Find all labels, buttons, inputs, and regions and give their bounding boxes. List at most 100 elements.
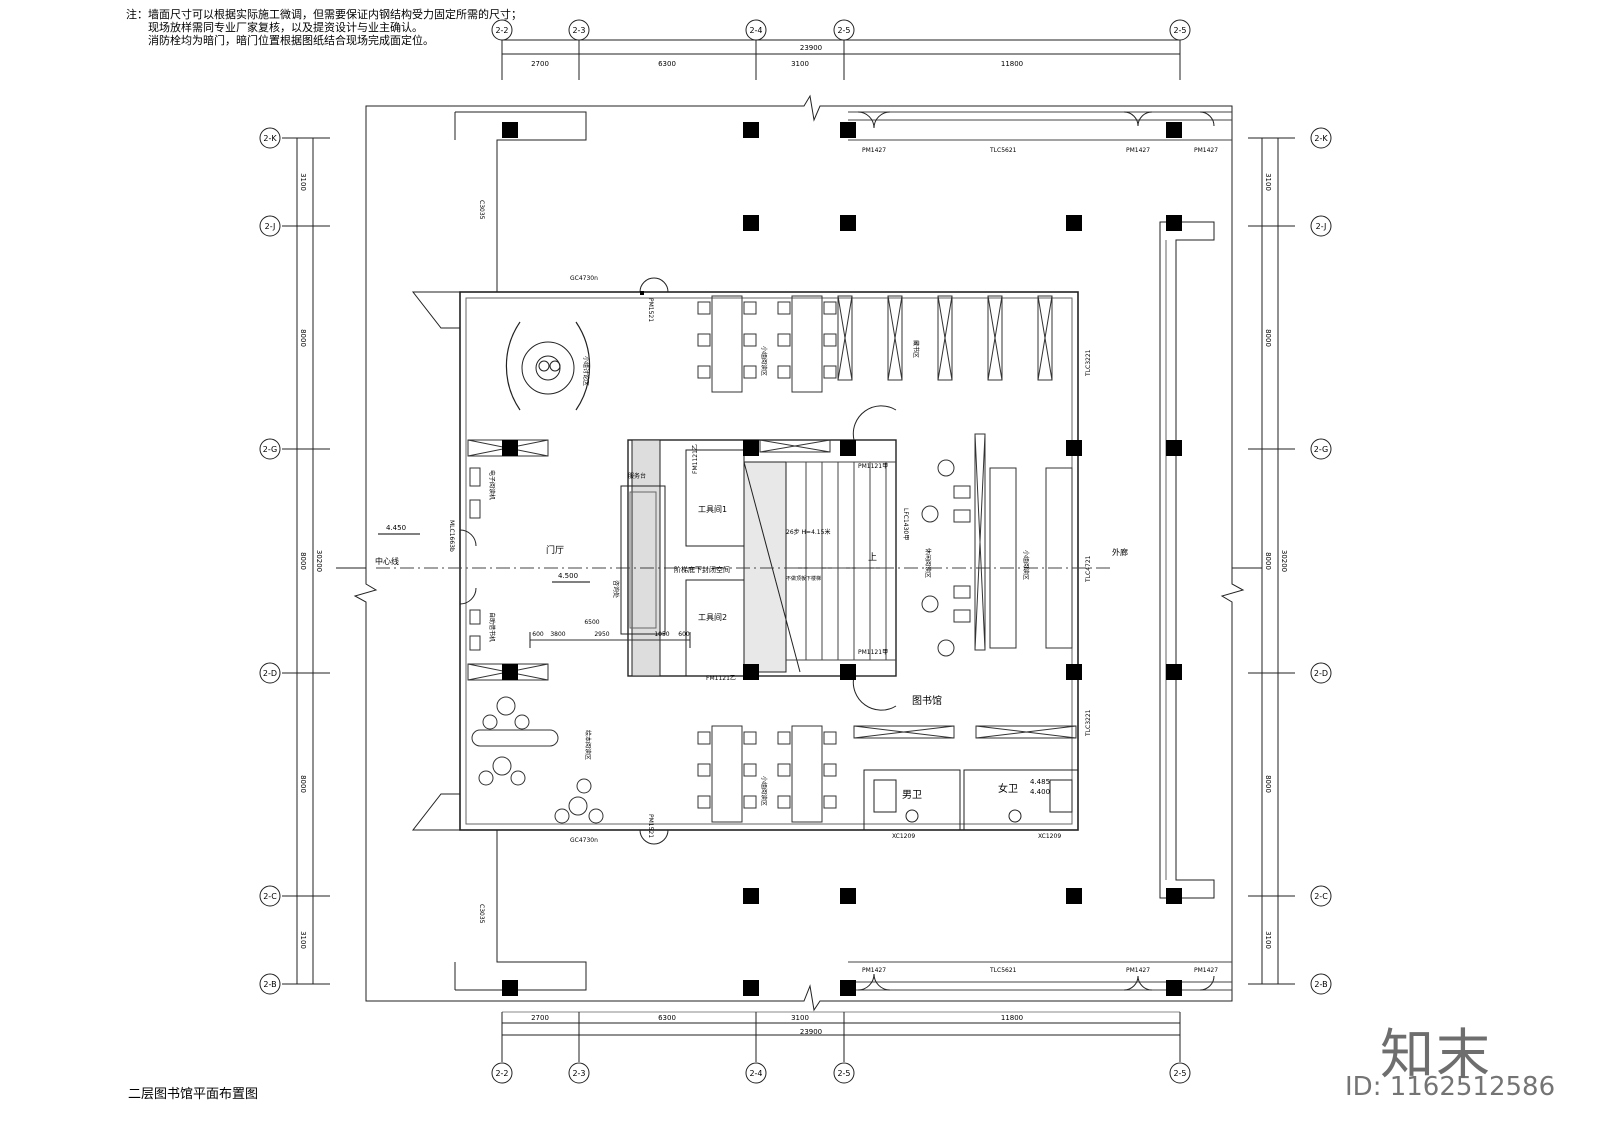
dim-top-1: 2700 [531, 60, 549, 68]
room-label-womens-wc: 女卫 [998, 782, 1018, 795]
grid-label-left-d: 2-D [263, 669, 277, 678]
room-label-tool1: 工具间1 [698, 505, 727, 514]
stair-up-mark: 上 [868, 552, 877, 563]
round-table-outer [521, 341, 575, 395]
window-label-c3035-a: C3035 [478, 200, 485, 220]
outer-slab-outline [353, 94, 1245, 1012]
note-line-2: 现场放样需同专业厂家复核，以及提资设计与业主确认。 [148, 21, 423, 34]
grid-label-bottom-1: 2-2 [495, 1069, 508, 1078]
label-stair-note: 不做顶板下楼梯 [786, 575, 821, 582]
dim-top-3: 3100 [791, 60, 809, 68]
grid-label-bottom-2: 2-3 [572, 1069, 585, 1078]
dim-bottom-total: 23900 [800, 1028, 822, 1036]
door-pm1427-c [1199, 111, 1215, 127]
dim-inner-1: 600 [532, 631, 544, 638]
watermark-logo: 知末 [1380, 1023, 1492, 1086]
grid-label-right-k: 2-K [1314, 134, 1328, 143]
door-label-pm1427-e: PM1427 [1126, 967, 1150, 974]
dim-bottom-3: 3100 [791, 1014, 809, 1022]
window-label-c3035-b: C3035 [478, 904, 485, 924]
grid-label-top-2: 2-3 [572, 26, 585, 35]
note-line-1: 注：墙面尺寸可以根据实际施工微调，但需要保证内钢结构受力固定所需的尺寸； [126, 8, 522, 21]
label-stacks: 藏书区 [912, 340, 920, 358]
dim-right-total: 30200 [1280, 550, 1288, 572]
grid-label-left-j: 2-J [265, 222, 276, 231]
window-label-tlc4721: TLC4721 [1085, 555, 1092, 583]
nw-corner-wall [411, 291, 461, 329]
north-glazing [848, 111, 1232, 141]
label-service-desk: 服务台 [628, 472, 646, 480]
grid-bubble-top-2 [568, 19, 590, 41]
grid-label-right-d: 2-D [1314, 669, 1328, 678]
door-label-mlc: MLC1663b [448, 520, 455, 552]
room-label-lobby: 门厅 [546, 544, 564, 556]
chairs [697, 301, 971, 809]
label-leisure: 休闲阅读区 [924, 548, 932, 578]
level-lobby: 4.500 [558, 572, 578, 580]
level-wc-1: 4.485 [1030, 778, 1050, 786]
window-label-gc-top: GC4730n [570, 275, 598, 282]
grid-bubble-top-4 [833, 19, 855, 41]
door-label-pm1427-b: PM1427 [1126, 147, 1150, 154]
construction-notes: 注：墙面尺寸可以根据实际施工微调，但需要保证内钢结构受力固定所需的尺寸； 现场放… [126, 8, 522, 47]
grid-label-left-g: 2-G [263, 445, 277, 454]
grid-bubble-bottom-5 [1169, 1062, 1191, 1084]
door-label-pm1521-bottom: PM1521 [647, 814, 654, 838]
dim-inner-6: 600 [678, 631, 690, 638]
label-counter: 咨询处 [612, 580, 620, 598]
window-label-gc-bottom: GC4730n [570, 837, 598, 844]
room-label-mens-wc: 男卫 [902, 789, 922, 801]
door-label-fm1121-b: FM1121乙 [706, 675, 736, 682]
label-group-right: 小组阅读区 [1022, 550, 1030, 580]
door-pm1427-a [857, 111, 891, 129]
grid-bubble-top-1 [491, 19, 513, 41]
grid-bubble-bottom-4 [833, 1062, 855, 1084]
dim-right-1: 3100 [1264, 173, 1272, 191]
grid-label-right-b: 2-B [1314, 980, 1327, 989]
core-west-wall [631, 439, 661, 677]
dim-right-3: 8000 [1264, 552, 1272, 570]
dim-top-total: 23900 [800, 44, 822, 52]
library-outer-wall [459, 291, 1079, 831]
dim-left-total: 30200 [315, 550, 323, 572]
dim-bottom-2: 6300 [658, 1014, 676, 1022]
door-pm1521-bottom [639, 829, 669, 845]
dim-inner-5: 1050 [654, 631, 669, 638]
south-west-wall [455, 830, 587, 991]
dim-left-1: 3100 [299, 173, 307, 191]
grid-bubble-bottom-3 [745, 1062, 767, 1084]
room-label-stair-void: 阶梯底下封闭空间 [674, 565, 730, 574]
grid-label-top-4: 2-5 [837, 26, 850, 35]
lobby-devices [469, 467, 481, 651]
dim-left-4: 8000 [299, 775, 307, 793]
tool-room-2 [685, 579, 745, 677]
window-label-xc1209-a: XC1209 [892, 833, 915, 840]
dim-bottom-1: 2700 [531, 1014, 549, 1022]
window-label-tlc3221-b: TLC3221 [1085, 709, 1092, 737]
grid-label-left-c: 2-C [263, 892, 277, 901]
grid-label-right-g: 2-G [1314, 445, 1328, 454]
label-reading-bottom: 小组阅读区 [760, 776, 768, 806]
north-west-wall [455, 111, 587, 292]
womens-washroom [963, 769, 1079, 831]
round-seat-right [575, 321, 591, 411]
dim-left-5: 3100 [299, 931, 307, 949]
room-label-library: 图书馆 [912, 694, 942, 707]
room-label-tool2: 工具间2 [698, 613, 727, 622]
label-outer-corridor: 外廊 [1112, 547, 1128, 557]
service-desk [620, 485, 666, 635]
dim-left-2: 8000 [299, 329, 307, 347]
door-label-pm1427-d: PM1427 [862, 967, 886, 974]
stair-void-area [743, 461, 787, 673]
grid-bubble-bottom-1 [491, 1062, 513, 1084]
dim-left-3: 8000 [299, 552, 307, 570]
grid-label-right-j: 2-J [1316, 222, 1327, 231]
grid-label-bottom-5: 2-5 [1173, 1069, 1186, 1078]
grid-label-bottom-3: 2-4 [749, 1069, 762, 1078]
door-label-pm1121-a: PM1121甲 [858, 463, 888, 470]
door-label-fm1121-a: FM1121乙 [692, 444, 699, 474]
grid-label-left-b: 2-B [263, 980, 276, 989]
window-label-tlc5621-bottom: TLC5621 [989, 967, 1017, 974]
dim-top-2: 6300 [658, 60, 676, 68]
label-reading-top: 小组阅读区 [760, 346, 768, 376]
